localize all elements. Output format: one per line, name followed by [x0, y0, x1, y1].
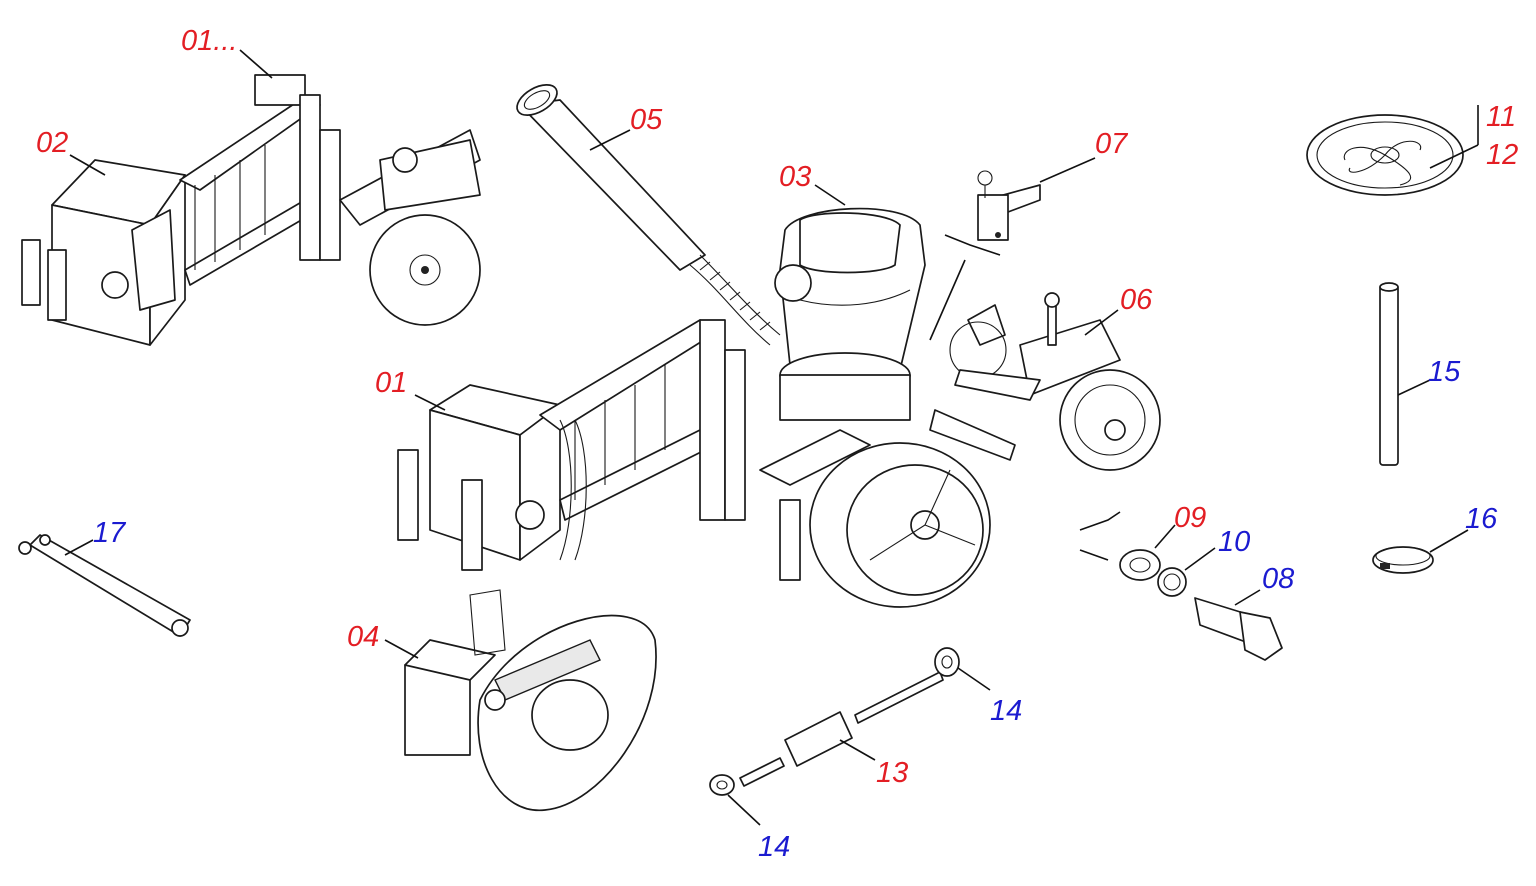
- hose-clamp: [1372, 546, 1434, 574]
- seed-disc: [1306, 114, 1464, 196]
- label-11: 11: [1486, 101, 1516, 133]
- drive-assembly: [929, 292, 1161, 471]
- label-13: 13: [876, 757, 908, 789]
- fasteners: [1119, 549, 1283, 661]
- label-07: 07: [1095, 128, 1129, 160]
- label-12: 12: [1486, 139, 1518, 171]
- label-01-ellipsis: 01...: [181, 25, 237, 57]
- label-01: 01: [375, 367, 407, 399]
- label-17: 17: [93, 517, 127, 549]
- label-03: 03: [779, 161, 811, 193]
- label-08: 08: [1262, 563, 1294, 595]
- label-14-upper: 14: [990, 695, 1022, 727]
- disc-opener: [404, 589, 657, 811]
- label-10: 10: [1218, 526, 1250, 558]
- label-09: 09: [1174, 502, 1206, 534]
- rod: [1379, 282, 1399, 466]
- label-05: 05: [630, 104, 663, 136]
- label-04: 04: [347, 621, 379, 653]
- row-unit-assembly-main: [397, 319, 746, 571]
- label-02: 02: [36, 127, 68, 159]
- seed-tube: [516, 84, 781, 346]
- gauge-wheel: [759, 429, 991, 608]
- label-06: 06: [1120, 284, 1153, 316]
- seed-hopper: [774, 207, 926, 421]
- wrench: [18, 534, 191, 637]
- label-15: 15: [1428, 356, 1461, 388]
- label-16: 16: [1465, 503, 1498, 535]
- clamp-part: [977, 170, 1041, 241]
- callout-labels: 01... 02 05 03 07 11 12 06 01 15 17 09 1…: [36, 25, 1518, 863]
- drive-shaft: [709, 647, 960, 796]
- leader-lines: [64, 49, 1479, 826]
- label-14-lower: 14: [758, 831, 790, 863]
- row-unit-assembly-small: [21, 74, 481, 346]
